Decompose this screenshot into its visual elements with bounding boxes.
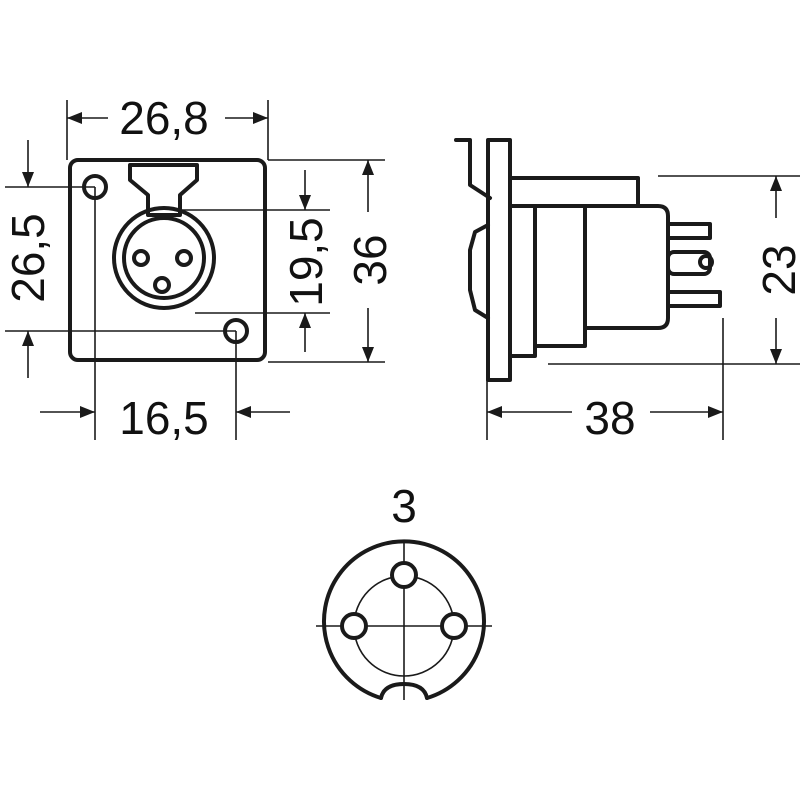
dim-hole-spacing-label: 16,5 <box>119 392 209 444</box>
pin-hole-bottom <box>153 276 171 294</box>
dim-depth-label: 38 <box>584 392 635 444</box>
pin-hole-right <box>440 612 468 640</box>
latch-tab <box>128 163 199 217</box>
pin-number-label: 3 <box>391 480 417 532</box>
pin-view: 3 <box>316 480 492 700</box>
dim-height-label: 36 <box>344 234 396 285</box>
side-top-step <box>508 176 640 208</box>
pin-hole-left <box>340 612 368 640</box>
dim-inner-label: 19,5 <box>280 217 332 307</box>
side-nose <box>468 223 490 320</box>
terminal-top <box>666 222 712 240</box>
terminal-bottom <box>666 290 722 308</box>
side-body-front <box>508 204 537 358</box>
side-body-rear <box>583 204 670 330</box>
pin-hole-right <box>175 249 193 267</box>
dim-hole-vertical-label: 26,5 <box>2 213 54 303</box>
pin-hole-left <box>132 249 150 267</box>
front-view: 26,8 26,5 19,5 36 16,5 <box>2 92 396 444</box>
dim-width-label: 26,8 <box>119 92 209 144</box>
pin-hole-3 <box>390 561 418 589</box>
side-view: 23 38 <box>454 138 800 444</box>
front-flange <box>68 158 267 362</box>
dim-side-height-label: 23 <box>753 244 800 295</box>
side-body-mid <box>533 204 587 348</box>
terminal-solder-hole <box>698 254 714 270</box>
socket-outline <box>112 206 216 310</box>
side-latch <box>454 138 492 200</box>
socket-insert <box>122 216 206 300</box>
side-flange <box>486 138 512 382</box>
